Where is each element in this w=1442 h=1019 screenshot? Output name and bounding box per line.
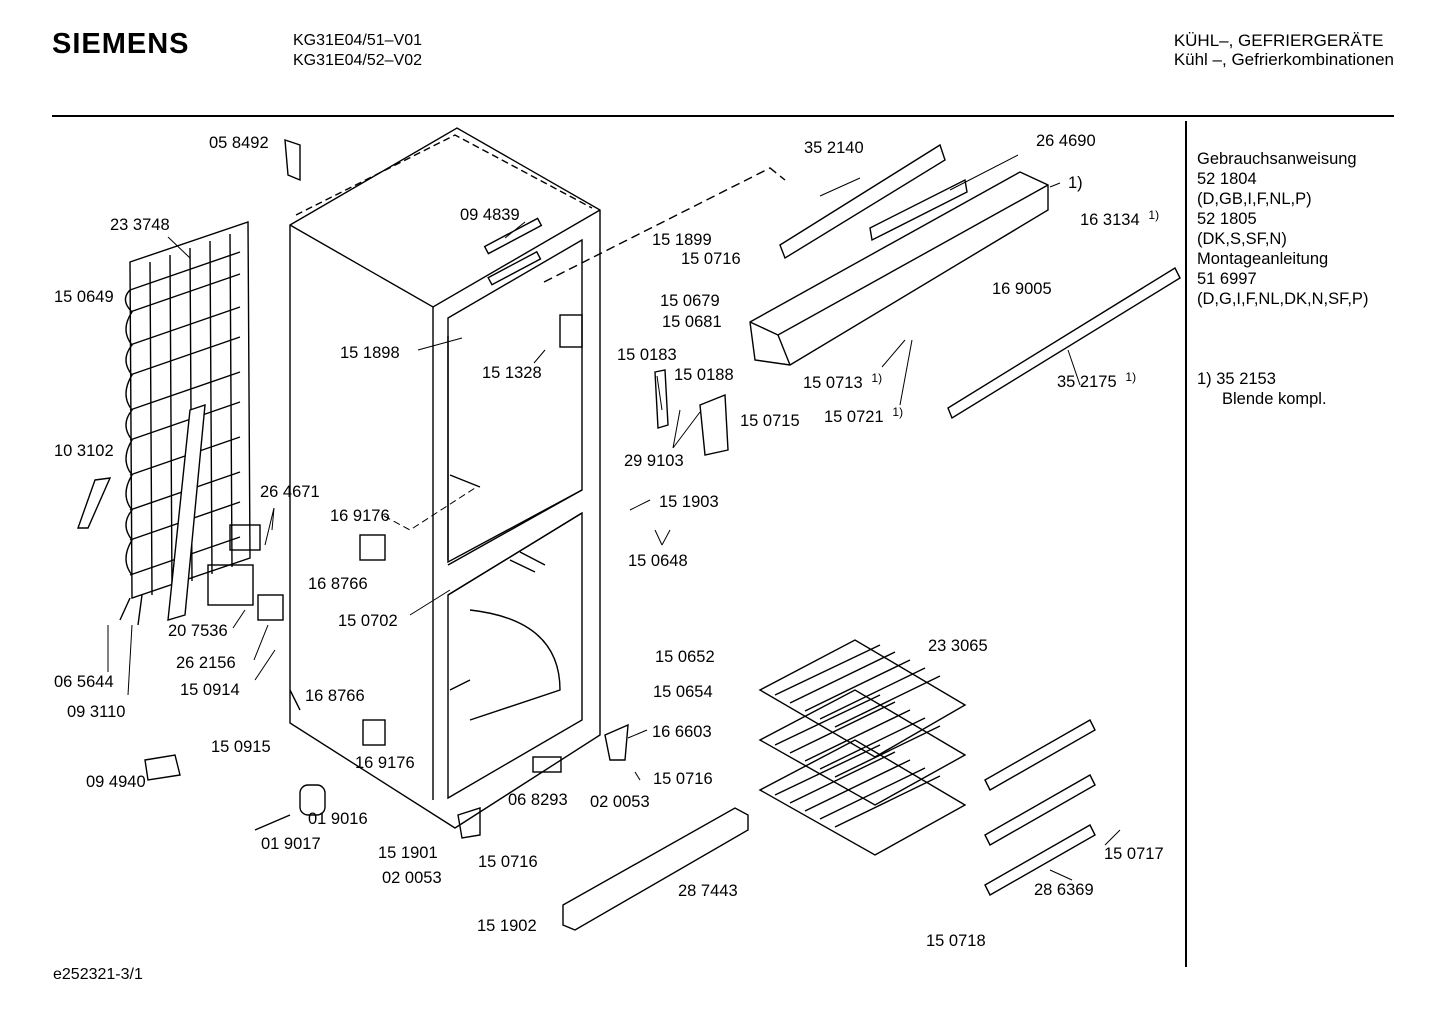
header-divider xyxy=(52,115,1394,117)
part-number-label: 35 2140 xyxy=(804,139,864,157)
part-number-label: 23 3065 xyxy=(928,637,988,655)
part-number-label: 15 0718 xyxy=(926,932,986,950)
part-number-label: 09 4940 xyxy=(86,773,146,791)
part-number-label: 15 1902 xyxy=(477,917,537,935)
part-number-label: 09 3110 xyxy=(67,703,125,721)
part-number-label: 02 0053 xyxy=(382,869,442,887)
brand-logo: SIEMENS xyxy=(52,28,190,60)
document-line: 51 6997 xyxy=(1197,270,1257,288)
condenser-drawing xyxy=(119,221,251,626)
document-line: Gebrauchsanweisung xyxy=(1197,150,1357,168)
part-number-label: 15 0652 xyxy=(655,648,715,666)
part-number-label: 15 0915 xyxy=(211,738,271,756)
part-number-label: 15 0681 xyxy=(662,313,722,331)
part-number-label: 26 4671 xyxy=(260,483,320,501)
leader-lines xyxy=(107,154,1121,881)
part-number-label: 16 6603 xyxy=(652,723,712,741)
part-number-label: 15 0648 xyxy=(628,552,688,570)
part-number-label: 15 0716 xyxy=(653,770,713,788)
part-number-label: 28 7443 xyxy=(678,882,738,900)
part-number-label: 15 1898 xyxy=(340,344,400,362)
part-number-label: 05 8492 xyxy=(209,134,269,152)
part-number-label: 16 9176 xyxy=(330,507,390,525)
part-number-label: 16 8766 xyxy=(305,687,365,705)
part-number-label: 20 7536 xyxy=(168,622,228,640)
part-number-label: 15 1901 xyxy=(378,844,438,862)
part-number-label: 16 9176 xyxy=(355,754,415,772)
footnote-marker: 1) xyxy=(1148,208,1159,222)
part-number-label: 15 0183 xyxy=(617,346,677,364)
part-number-label: 15 0716 xyxy=(478,853,538,871)
part-number-label: 15 1903 xyxy=(659,493,719,511)
part-number-label: 23 3748 xyxy=(110,216,170,234)
category-title: KÜHL–, GEFRIERGERÄTE Kühl –, Gefrierkomb… xyxy=(1174,31,1394,69)
document-line: (DK,S,SF,N) xyxy=(1197,230,1287,248)
footnote-line: Blende kompl. xyxy=(1222,390,1327,408)
part-number-label: 15 0649 xyxy=(54,288,114,306)
part-number-label: 15 0654 xyxy=(653,683,713,701)
part-number-label: 26 2156 xyxy=(176,654,236,672)
part-number-label: 1) xyxy=(1068,174,1083,192)
control-panel-drawing xyxy=(543,143,1181,420)
drawing-artwork xyxy=(77,127,1181,931)
part-number-label: 10 3102 xyxy=(54,442,114,460)
model-number: KG31E04/51–V01 xyxy=(293,32,422,49)
part-number-label: 29 9103 xyxy=(624,452,684,470)
footnote: 1) 35 2153 Blende kompl. xyxy=(1197,369,1327,409)
sidebar-divider xyxy=(1185,121,1187,967)
part-number-label: 15 1899 xyxy=(652,231,712,249)
part-number-label: 15 0715 xyxy=(740,412,800,430)
part-number-label: 26 4690 xyxy=(1036,132,1096,150)
part-number-label: 15 0713 xyxy=(803,374,863,392)
part-number-label: 01 9017 xyxy=(261,835,321,853)
footnote-line: 1) 35 2153 xyxy=(1197,370,1276,388)
category-line: KÜHL–, GEFRIERGERÄTE xyxy=(1173,31,1384,50)
part-number-label: 16 9005 xyxy=(992,280,1052,298)
part-number-label: 15 1328 xyxy=(482,364,542,382)
part-number-label: 06 5644 xyxy=(54,673,114,691)
document-line: Montageanleitung xyxy=(1197,250,1329,268)
footnote-marker: 1) xyxy=(871,371,882,385)
document-list: Gebrauchsanweisung 52 1804 (D,GB,I,F,NL,… xyxy=(1197,149,1368,309)
model-numbers: KG31E04/51–V01 KG31E04/52–V02 xyxy=(293,31,422,71)
shelves-drawing xyxy=(562,639,1096,931)
document-line: 52 1804 xyxy=(1197,170,1257,188)
part-number-label: 28 6369 xyxy=(1034,881,1094,899)
small-parts-drawing xyxy=(77,138,729,839)
part-number-label: 01 9016 xyxy=(308,810,368,828)
part-number-label: 15 0188 xyxy=(674,366,734,384)
document-line: (D,G,I,F,NL,DK,N,SF,P) xyxy=(1197,290,1369,308)
model-number: KG31E04/52–V02 xyxy=(293,52,422,69)
part-number-label: 15 0914 xyxy=(180,681,240,699)
document-line: (D,GB,I,F,NL,P) xyxy=(1197,190,1312,208)
document-line: 52 1805 xyxy=(1197,210,1257,228)
part-number-label: 15 0716 xyxy=(681,250,741,268)
part-number-label: 09 4839 xyxy=(460,206,520,224)
footnote-marker: 1) xyxy=(1125,370,1136,384)
drawing-id: e252321-3/1 xyxy=(53,966,143,983)
part-number-label: 35 2175 xyxy=(1057,373,1117,391)
part-number-label: 02 0053 xyxy=(590,793,650,811)
part-number-label: 06 8293 xyxy=(508,791,568,809)
part-number-label: 15 0717 xyxy=(1104,845,1164,863)
part-number-label: 15 0702 xyxy=(338,612,398,630)
cabinet-drawing xyxy=(289,127,601,829)
category-line: Kühl –, Gefrierkombinationen xyxy=(1173,50,1394,69)
part-number-label: 15 0721 xyxy=(824,408,884,426)
footnote-marker: 1) xyxy=(892,405,903,419)
part-number-label: 16 8766 xyxy=(308,575,368,593)
callout-labels: 05 8492 23 3748 09 4839 35 2140 26 4690 1) 16 … xyxy=(54,132,1164,950)
part-number-label: 16 3134 xyxy=(1080,211,1140,229)
part-number-label: 15 0679 xyxy=(660,292,720,310)
